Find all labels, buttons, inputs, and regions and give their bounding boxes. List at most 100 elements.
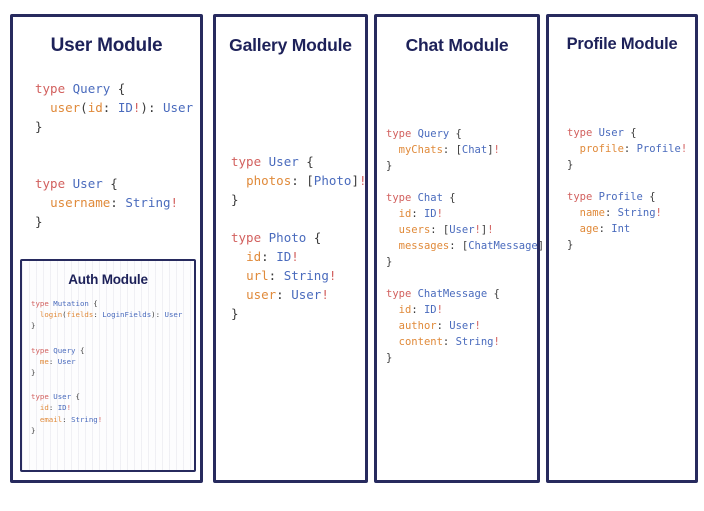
code-token-fld: me	[39, 356, 49, 366]
code-token-tn: Query	[53, 345, 76, 355]
code-token-tn: Mutation	[53, 299, 89, 308]
code-token-tn: ChatMessage	[417, 288, 488, 300]
code-token-kw: type	[231, 230, 269, 245]
code-token-tn: User	[268, 154, 299, 169]
code-token-punc	[231, 287, 246, 302]
code-token-punc: :	[62, 414, 72, 424]
code-token-kw: type	[231, 154, 269, 169]
code-token-tn: User	[164, 310, 183, 320]
code-token-punc: ):	[140, 100, 163, 115]
code-token-bang: !	[474, 320, 481, 332]
code-token-punc	[231, 268, 246, 283]
code-token-bang: !	[170, 195, 179, 210]
schema-code-auth-module: type Mutation { login(fields: LoginField…	[31, 298, 194, 436]
code-token-punc: {	[442, 192, 456, 204]
code-token-kw: type	[567, 127, 599, 139]
schema-code-line: type Mutation {	[31, 298, 194, 309]
schema-type-block: type Query { user(id: ID!): User}	[35, 79, 200, 136]
code-token-punc: {	[449, 128, 462, 140]
code-token-punc	[31, 357, 40, 366]
code-token-bang: !	[487, 224, 494, 236]
schema-code-profile-module: type User { profile: Profile!}type Profi…	[567, 125, 695, 253]
code-token-punc: (	[80, 100, 88, 115]
code-token-bang: !	[328, 268, 337, 283]
code-token-punc: }	[567, 239, 574, 251]
code-token-tn: ID	[117, 100, 133, 115]
panel-user-module[interactable]: User Module type Query { user(id: ID!): …	[10, 14, 203, 483]
code-token-bang: !	[97, 414, 103, 424]
schema-type-block: type Query { myChats: [Chat]!}	[386, 126, 537, 174]
code-token-tn: Query	[417, 128, 450, 140]
code-token-bang: !	[132, 100, 141, 115]
code-token-punc	[386, 320, 399, 332]
schema-code-line: type Query {	[31, 345, 194, 356]
code-token-tn: ID	[423, 208, 437, 220]
panel-chat-module[interactable]: Chat Module type Query { myChats: [Chat]…	[374, 14, 550, 483]
schema-code-line: name: String!	[567, 205, 695, 221]
code-token-punc: {	[102, 176, 118, 191]
schema-type-block: type User { username: String!}	[35, 174, 200, 231]
schema-code-line: type Photo {	[231, 228, 365, 247]
code-token-punc: {	[487, 288, 500, 300]
schema-code-line: type Profile {	[567, 189, 695, 205]
schema-code-line: type Query {	[386, 126, 537, 142]
code-token-tn: Query	[72, 81, 111, 96]
code-token-tn: ID	[276, 249, 292, 264]
code-token-punc: :	[436, 320, 450, 332]
code-token-punc: }	[386, 256, 393, 268]
code-token-punc	[567, 223, 580, 235]
schema-code-line: }	[31, 425, 194, 436]
code-token-punc	[386, 336, 399, 348]
schema-code-line: type User {	[231, 152, 365, 171]
code-token-kw: type	[31, 392, 54, 402]
code-token-punc	[386, 240, 399, 252]
schema-code-line: id: ID!	[231, 247, 365, 266]
schema-code-line: users: [User!]!	[386, 222, 537, 238]
panel-gallery-module[interactable]: Gallery Module type User { photos: [Phot…	[213, 14, 368, 483]
schema-code-line: type User {	[31, 391, 194, 402]
code-token-punc: ]	[487, 144, 494, 156]
code-token-fld: myChats	[398, 144, 443, 156]
code-token-punc: {	[88, 299, 98, 308]
code-token-punc: ]	[480, 224, 488, 236]
code-token-tn: ChatMessage	[468, 240, 538, 252]
schema-code-line: myChats: [Chat]!	[386, 142, 537, 158]
code-token-punc: :	[110, 195, 126, 210]
code-token-fld: name	[579, 207, 605, 219]
code-token-punc	[386, 208, 399, 220]
code-token-fld: username	[50, 195, 111, 210]
code-token-punc	[31, 415, 40, 424]
code-token-tn: String	[283, 268, 329, 283]
code-token-fld: login	[39, 310, 63, 320]
schema-code-line: }	[231, 190, 365, 209]
schema-code-line: content: String!	[386, 334, 537, 350]
code-token-kw: type	[31, 345, 54, 355]
code-token-punc: : [	[449, 240, 469, 252]
code-token-tn: User	[163, 100, 194, 115]
schema-type-block: type Query { me: User}	[31, 345, 194, 379]
code-token-tn: Chat	[461, 144, 488, 156]
code-token-fld: url	[246, 268, 269, 283]
code-token-bang: !	[474, 224, 481, 236]
code-token-tn: Profile	[636, 143, 681, 155]
schema-type-block: type ChatMessage { id: ID! author: User!…	[386, 286, 537, 366]
code-token-fld: id	[87, 100, 103, 115]
schema-code-line: }	[31, 367, 194, 378]
panel-auth-module[interactable]: Auth Module type Mutation { login(fields…	[20, 259, 196, 472]
schema-code-line: user: User!	[231, 285, 365, 304]
schema-code-line: }	[386, 254, 537, 270]
schema-code-line: url: String!	[231, 266, 365, 285]
code-token-tn: Photo	[313, 173, 352, 188]
code-token-fld: user	[246, 287, 277, 302]
code-token-punc: :	[102, 100, 118, 115]
code-token-fld: users	[398, 224, 431, 236]
code-token-bang: !	[436, 304, 443, 316]
code-token-tn: LoginFields	[102, 310, 152, 320]
schema-type-block: type User { id: ID! email: String!}	[31, 391, 194, 436]
code-token-punc: }	[35, 119, 43, 134]
code-token-punc: :	[48, 356, 58, 366]
code-token-punc	[31, 310, 40, 319]
code-token-kw: type	[31, 299, 54, 308]
panel-profile-module[interactable]: Profile Module type User { profile: Prof…	[546, 14, 698, 483]
